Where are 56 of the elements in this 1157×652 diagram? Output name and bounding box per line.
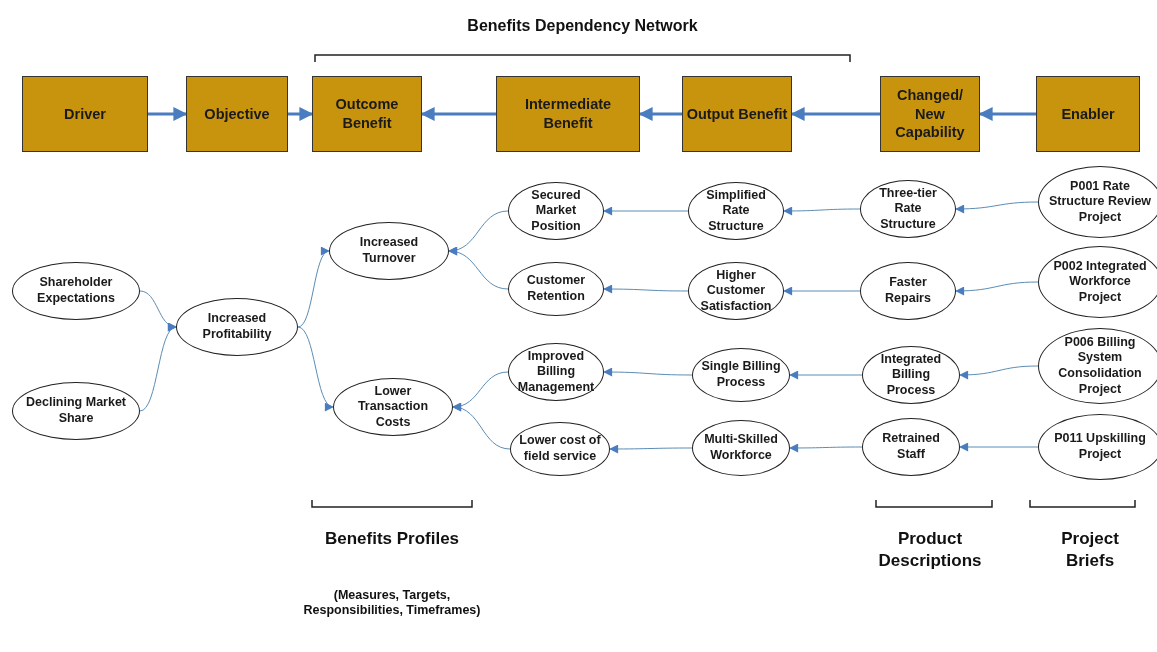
arrow bbox=[609, 444, 693, 454]
process-box: Objective bbox=[186, 76, 288, 152]
node-ellipse: Shareholder Expectations bbox=[12, 262, 140, 320]
arrow bbox=[955, 201, 1039, 214]
process-box: Driver bbox=[22, 76, 148, 152]
node-ellipse: Single Billing Process bbox=[692, 348, 790, 402]
node-ellipse: Three-tier Rate Structure bbox=[860, 180, 956, 238]
arrow bbox=[452, 403, 511, 450]
arrow bbox=[789, 370, 863, 380]
process-box: Changed/ New Capability bbox=[880, 76, 980, 152]
node-ellipse: Retrained Staff bbox=[862, 418, 960, 476]
arrow bbox=[139, 325, 177, 412]
node-ellipse: Integrated Billing Process bbox=[862, 346, 960, 404]
node-ellipse: Lower Transaction Costs bbox=[333, 378, 453, 436]
process-box: Enabler bbox=[1036, 76, 1140, 152]
node-ellipse: Customer Retention bbox=[508, 262, 604, 316]
node-ellipse: Multi-Skilled Workforce bbox=[692, 420, 790, 476]
node-ellipse: P002 Integrated Workforce Project bbox=[1038, 246, 1157, 318]
bracket-label: Benefits Profiles bbox=[323, 528, 461, 550]
arrow bbox=[603, 284, 689, 294]
process-box: Output Benefit bbox=[682, 76, 792, 152]
arrow bbox=[297, 250, 330, 328]
arrow bbox=[789, 443, 863, 453]
arrow bbox=[783, 206, 861, 216]
node-ellipse: Faster Repairs bbox=[860, 262, 956, 320]
node-ellipse: Higher Customer Satisfaction bbox=[688, 262, 784, 320]
node-ellipse: P006 Billing System Consolidation Project bbox=[1038, 328, 1157, 404]
arrow bbox=[955, 281, 1039, 296]
node-ellipse: Secured Market Position bbox=[508, 182, 604, 240]
arrow bbox=[978, 107, 1036, 121]
arrow bbox=[288, 107, 314, 121]
node-ellipse: Simplified Rate Structure bbox=[688, 182, 784, 240]
process-box: Outcome Benefit bbox=[312, 76, 422, 152]
arrow bbox=[448, 247, 509, 290]
bracket-label: Project Briefs bbox=[1060, 528, 1120, 573]
arrow bbox=[420, 107, 496, 121]
bracket-label: (Measures, Targets, Responsibilities, Timeframes) bbox=[302, 588, 482, 618]
arrow bbox=[297, 326, 334, 409]
diagram-title: Benefits Dependency Network bbox=[466, 17, 699, 35]
arrow bbox=[638, 107, 682, 121]
arrow bbox=[790, 107, 880, 121]
node-ellipse: Declining Market Share bbox=[12, 382, 140, 440]
arrow bbox=[603, 206, 689, 216]
arrow bbox=[959, 365, 1039, 380]
arrow bbox=[603, 367, 693, 377]
node-ellipse: Lower cost of field service bbox=[510, 422, 610, 476]
node-ellipse: P011 Upskilling Project bbox=[1038, 414, 1157, 480]
arrow bbox=[148, 107, 188, 121]
arrow bbox=[783, 286, 861, 296]
node-ellipse: Improved Billing Management bbox=[508, 343, 604, 401]
node-ellipse: P001 Rate Structure Review Project bbox=[1038, 166, 1157, 238]
node-ellipse: Increased Profitability bbox=[176, 298, 298, 356]
process-box: Intermediate Benefit bbox=[496, 76, 640, 152]
arrow bbox=[959, 442, 1039, 452]
node-ellipse: Increased Turnover bbox=[329, 222, 449, 280]
bracket-label: Product Descriptions bbox=[877, 528, 983, 573]
